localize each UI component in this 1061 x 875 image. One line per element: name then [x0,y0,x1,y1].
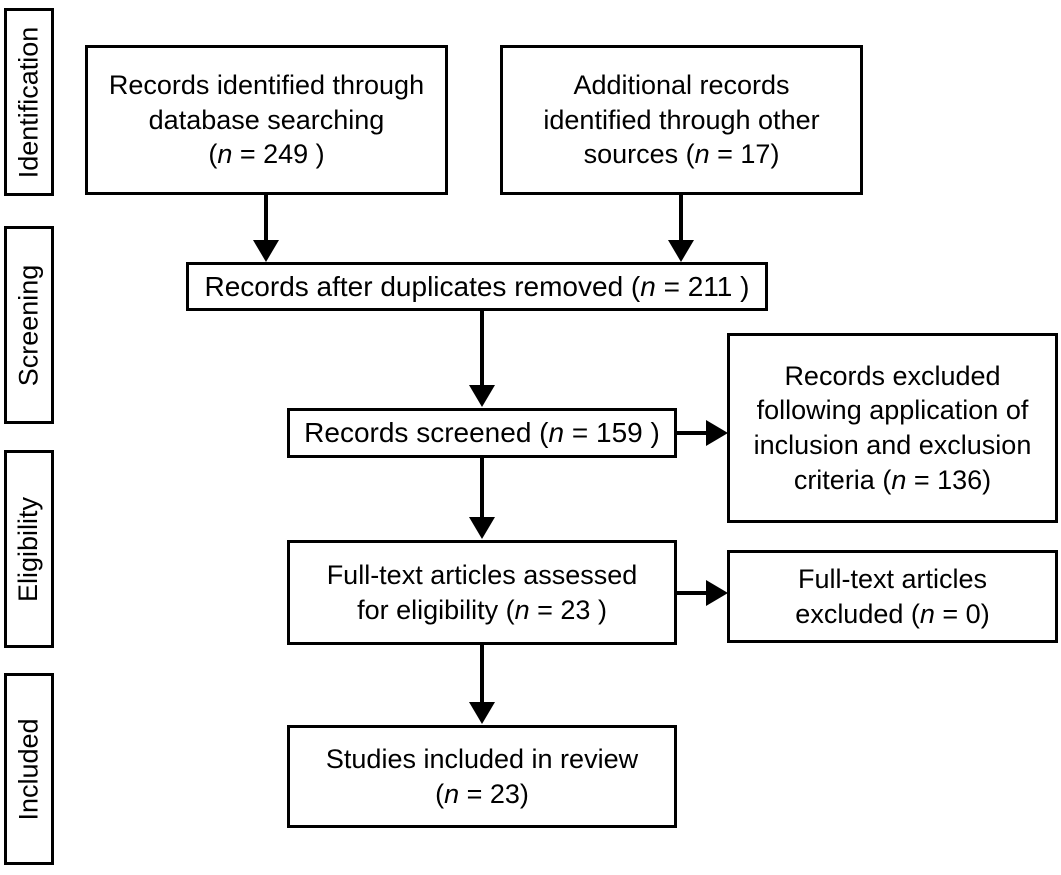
arrow-right-icon-screened-to-excluded [706,420,728,446]
arrow-down-icon-identified-to-duplicates [253,240,279,262]
box-records-screened-text: Records screened (n = 159 ) [304,417,660,449]
box-records-after-duplicates-removed-text: Records after duplicates removed (n = 21… [204,270,750,302]
stage-label-screening: Screening [4,226,54,424]
stage-label-eligibility: Eligibility [4,450,54,648]
stage-label-included: Included [4,673,54,865]
stage-label-included-text: Included [13,717,44,821]
box-records-screened: Records screened (n = 159 ) [287,408,677,458]
stage-label-identification-text: Identification [13,26,44,178]
arrow-down-icon-duplicates-to-screened [469,385,495,407]
connector-line-identified-to-duplicates [264,195,268,243]
connector-line-additional-to-duplicates [679,195,683,243]
connector-line-fulltext-to-excluded [677,591,711,595]
connector-line-duplicates-to-screened [480,311,484,387]
stage-label-identification: Identification [4,8,54,196]
arrow-down-icon-screened-to-fulltext [469,517,495,539]
arrow-down-icon-fulltext-to-included [469,702,495,724]
connector-line-fulltext-to-included [480,645,484,705]
arrow-down-icon-additional-to-duplicates [668,240,694,262]
connector-line-screened-to-excluded [677,431,711,435]
connector-line-screened-to-fulltext [480,458,484,520]
box-records-after-duplicates-removed: Records after duplicates removed (n = 21… [186,262,768,311]
box-studies-included-in-review-text: Studies included in review(n = 23) [325,743,639,809]
stage-label-screening-text: Screening [13,264,44,386]
stage-label-eligibility-text: Eligibility [13,496,44,602]
arrow-right-icon-fulltext-to-excluded [706,580,728,606]
box-studies-included-in-review: Studies included in review(n = 23) [287,725,677,828]
